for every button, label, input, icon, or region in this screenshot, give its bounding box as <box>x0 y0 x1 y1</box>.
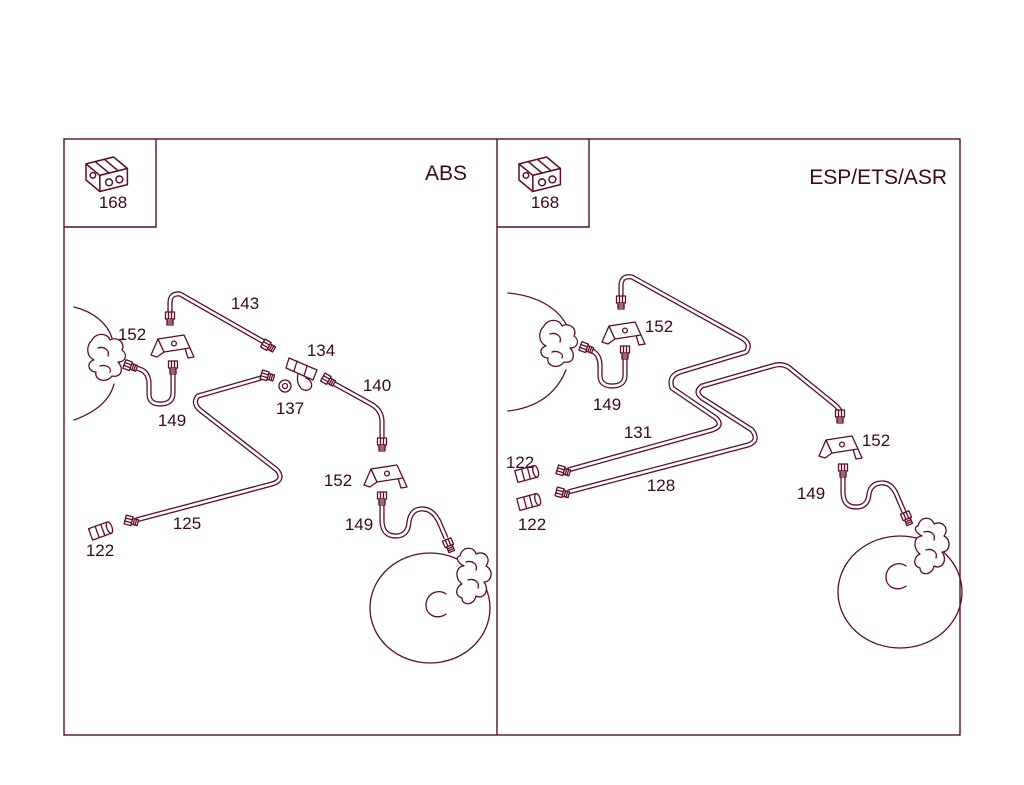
bracket-152-front <box>150 334 195 359</box>
part-label: 149 <box>158 411 186 430</box>
part-label: 137 <box>276 399 304 418</box>
nut-137-hole <box>281 382 289 390</box>
part-label: 122 <box>518 515 546 534</box>
brake-line-128-core <box>567 363 842 494</box>
abs-wheel-arc-top <box>73 306 113 339</box>
brake-hose-149-front-core <box>133 365 175 406</box>
esp-part-labels: 152 149 131 122 128 152 149 122 <box>506 317 890 534</box>
brake-line-131 <box>567 274 751 473</box>
esp-badge-block-icon <box>518 156 562 193</box>
abs-brake-disc <box>369 552 491 664</box>
fitting <box>555 464 572 478</box>
fitting <box>167 360 179 375</box>
fitting <box>615 295 627 310</box>
abs-rear-brake-disc <box>369 547 492 664</box>
cap-nut-122 <box>516 492 543 512</box>
cap-nut-122 <box>87 520 115 541</box>
part-label: 122 <box>86 541 114 560</box>
part-label: 131 <box>624 423 652 442</box>
fitting <box>376 437 388 452</box>
fitting <box>376 491 388 506</box>
brake-hose-149-front <box>133 364 176 407</box>
abs-caliper-detail <box>465 560 480 589</box>
brake-hose-149-rear-core <box>841 476 906 513</box>
esp-panel-title: ESP/ETS/ASR <box>809 166 947 189</box>
nut-137 <box>278 379 292 393</box>
fitting <box>123 514 140 528</box>
abs-badge-block-icon <box>85 156 129 193</box>
esp-badge-box <box>497 139 590 228</box>
part-label: 149 <box>797 484 825 503</box>
esp-knuckle <box>539 319 579 368</box>
abs-brake-caliper <box>456 547 492 605</box>
bracket-152-rear <box>363 464 408 489</box>
esp-badge-number: 168 <box>531 193 559 212</box>
esp-rear-brake-disc <box>837 517 963 649</box>
brake-line-125-core <box>135 376 282 522</box>
fitting <box>834 409 846 424</box>
esp-wheel-arc-bottom <box>507 369 567 412</box>
tee-body <box>285 357 318 381</box>
part-label: 122 <box>506 453 534 472</box>
abs-knuckle <box>87 333 127 382</box>
part-label: 134 <box>307 341 335 360</box>
fitting <box>164 311 176 326</box>
esp-knuckle-detail <box>549 332 564 359</box>
tee-facet <box>303 365 308 377</box>
brake-hose-149-rear <box>379 503 449 540</box>
abs-badge-number: 168 <box>99 193 127 212</box>
fitting <box>259 369 276 383</box>
brake-hose-149-rear-core <box>380 503 448 539</box>
diagram-frame <box>63 138 961 736</box>
esp-brake-caliper <box>914 517 950 575</box>
esp-panel: 168 ESP/ETS/ASR <box>506 156 963 649</box>
abs-panel: 168 ABS <box>73 156 492 664</box>
brake-line-143-core <box>168 292 265 344</box>
abs-wheel-arc-bottom <box>73 383 115 421</box>
abs-disc-hub <box>425 590 447 618</box>
brake-hose-149-front-core <box>589 347 627 388</box>
outer-border <box>63 138 961 736</box>
fitting <box>441 537 457 554</box>
bracket-152-front <box>601 321 646 346</box>
part-label: 125 <box>173 514 201 533</box>
abs-badge-box <box>64 139 157 228</box>
part-label: 152 <box>118 325 146 344</box>
esp-disc-hub <box>885 562 907 590</box>
abs-knuckle-detail <box>97 346 112 373</box>
abs-panel-title: ABS <box>425 162 467 185</box>
brake-line-140-core <box>332 381 384 438</box>
fitting <box>554 486 571 500</box>
abs-part-labels: 143 152 134 140 137 149 152 149 125 122 <box>86 294 391 560</box>
fitting <box>619 345 631 360</box>
part-label: 152 <box>862 431 890 450</box>
abs-brake-lines <box>133 291 449 540</box>
brake-line-131-core <box>567 275 750 472</box>
esp-front-wheel-hub <box>507 292 579 412</box>
abs-front-wheel-hub <box>73 306 127 421</box>
fitting <box>578 341 595 356</box>
part-label: 143 <box>231 294 259 313</box>
brake-line-125 <box>135 375 283 523</box>
esp-brake-lines <box>567 274 907 514</box>
esp-brake-disc <box>837 535 963 649</box>
fitting <box>899 510 915 527</box>
part-label: 149 <box>345 515 373 534</box>
part-label: 152 <box>645 317 673 336</box>
part-label: 140 <box>363 376 391 395</box>
tee-facet <box>293 360 298 372</box>
fitting <box>122 359 139 374</box>
part-label: 128 <box>647 476 675 495</box>
tee-mounting-loop <box>296 373 313 391</box>
bracket-152-rear <box>818 435 863 460</box>
esp-wheel-arc-top <box>507 292 569 329</box>
fitting <box>837 463 849 478</box>
abs-tee-fitting-134 <box>278 357 318 393</box>
esp-caliper-detail <box>923 530 938 559</box>
part-label: 152 <box>324 471 352 490</box>
part-label: 149 <box>593 395 621 414</box>
